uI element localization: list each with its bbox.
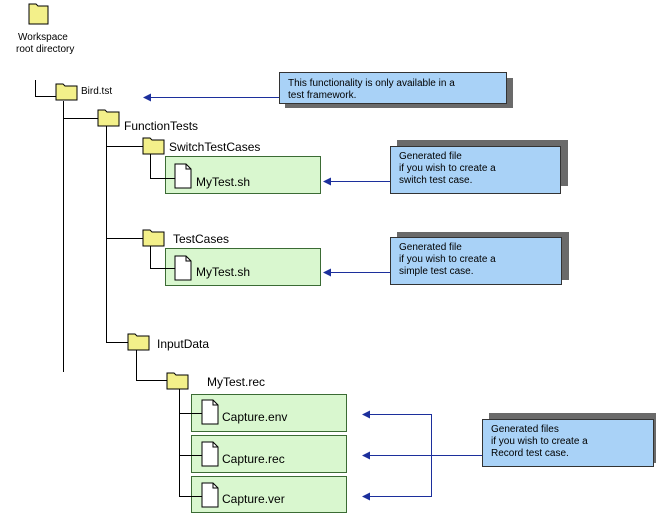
document-icon-switch-mytest-top bbox=[174, 163, 192, 189]
workspace-label-line1: Workspace bbox=[18, 32, 68, 43]
note-framework-line2: test framework. bbox=[288, 90, 357, 101]
note-simple: Generated file if you wish to create a s… bbox=[390, 237, 562, 285]
document-icon-capture-rec-top bbox=[201, 441, 219, 467]
file-label-capture-env: Capture.env bbox=[222, 410, 288, 424]
document-icon-simple-mytest-top bbox=[174, 255, 192, 281]
record-bracket bbox=[431, 414, 482, 497]
document-icon-capture-env-top bbox=[201, 399, 219, 425]
note-simple-line2: if you wish to create a bbox=[399, 254, 496, 265]
file-label-capture-rec: Capture.rec bbox=[222, 452, 285, 466]
note-simple-line3: simple test case. bbox=[399, 266, 474, 277]
folder-label-input-data: InputData bbox=[157, 337, 210, 351]
folder-label-function-tests: FunctionTests bbox=[124, 119, 199, 133]
annotation-arrows bbox=[143, 93, 482, 501]
folder-icon-switch-test-cases bbox=[142, 137, 165, 155]
folder-icon-function-tests bbox=[97, 109, 120, 127]
note-record-line3: Record test case. bbox=[491, 448, 569, 459]
folder-icon-workspace bbox=[28, 3, 49, 25]
folder-icon-mytest-rec bbox=[166, 372, 189, 390]
folder-label-mytest-rec: MyTest.rec bbox=[207, 375, 266, 389]
workspace-label-line2: root directory bbox=[16, 44, 75, 55]
note-switch: Generated file if you wish to create a s… bbox=[390, 146, 561, 194]
note-record: Generated files if you wish to create a … bbox=[482, 419, 654, 467]
note-record-line2: if you wish to create a bbox=[491, 436, 588, 447]
file-label-capture-ver: Capture.ver bbox=[222, 492, 285, 506]
note-framework: This functionality is only available in … bbox=[279, 72, 507, 104]
note-switch-line1: Generated file bbox=[399, 151, 462, 162]
folder-icon-bird-tst bbox=[55, 83, 78, 101]
file-label-switch-mytest: MyTest.sh bbox=[196, 175, 251, 189]
note-switch-line3: switch test case. bbox=[399, 175, 473, 186]
folder-label-test-cases: TestCases bbox=[173, 232, 230, 246]
note-switch-line2: if you wish to create a bbox=[399, 163, 496, 174]
folder-icon-input-data bbox=[127, 333, 150, 351]
folder-icon-test-cases bbox=[142, 229, 165, 247]
file-label-simple-mytest: MyTest.sh bbox=[196, 265, 251, 279]
note-record-line1: Generated files bbox=[491, 424, 559, 435]
note-framework-line1: This functionality is only available in … bbox=[288, 78, 455, 89]
folder-label-bird-tst: Bird.tst bbox=[81, 86, 113, 97]
document-icon-capture-ver-top bbox=[201, 482, 219, 508]
note-simple-line1: Generated file bbox=[399, 242, 462, 253]
folder-label-switch-test-cases: SwitchTestCases bbox=[169, 140, 261, 154]
